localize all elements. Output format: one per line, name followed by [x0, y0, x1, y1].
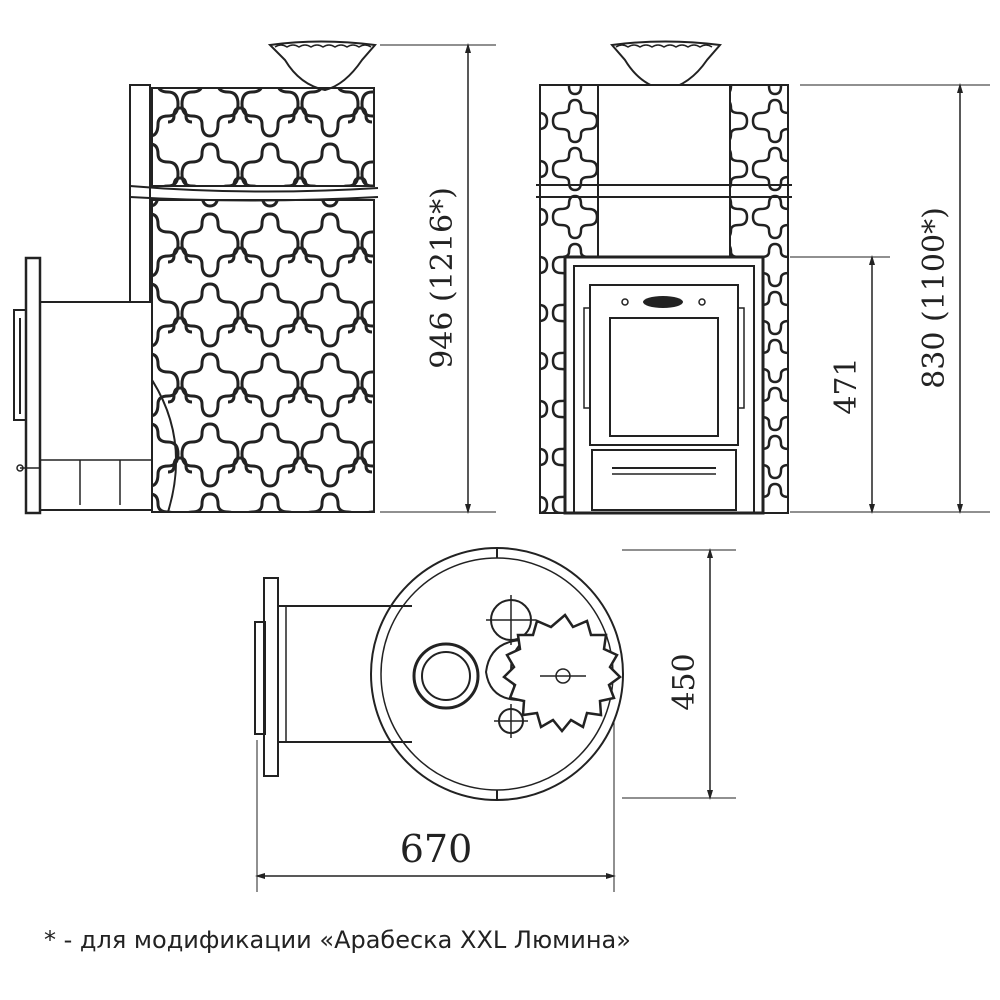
side-top-bowl — [267, 40, 377, 92]
top-gear-bowl — [502, 613, 622, 733]
front-door-glass — [609, 317, 719, 437]
top-door-plate-outer — [263, 577, 279, 777]
door-height-dimension: 471 — [790, 255, 890, 514]
front-view — [536, 40, 792, 515]
front-ash-drawer — [591, 449, 737, 511]
side-upper-mesh — [151, 87, 375, 187]
side-lower-mesh — [151, 199, 375, 513]
front-center-panel — [597, 84, 731, 258]
front-height-dimension: 830 (1100*) — [800, 83, 990, 514]
door-height-label: 471 — [829, 357, 864, 414]
depth-label: 450 — [667, 653, 702, 710]
top-crescent — [484, 638, 528, 702]
depth-dimension: 450 — [622, 548, 736, 800]
width-label: 670 — [400, 827, 473, 871]
top-tunnel — [278, 605, 412, 743]
front-band — [536, 184, 792, 198]
side-view — [13, 40, 379, 515]
side-tunnel — [39, 301, 153, 511]
top-chimney-outlet — [412, 642, 480, 710]
front-door-logo — [643, 296, 683, 308]
side-height-dimension: 946 (1216*) — [380, 43, 496, 514]
front-top-bowl — [610, 40, 722, 92]
front-height-label: 830 (1100*) — [917, 207, 952, 389]
side-back-plate — [129, 84, 151, 304]
top-door-plate-inner — [254, 621, 266, 735]
side-height-label: 946 (1216*) — [425, 187, 460, 369]
width-dimension: 670 — [255, 720, 616, 892]
side-door-frame — [24, 256, 42, 515]
side-door-handle — [13, 309, 27, 421]
side-band — [129, 185, 379, 202]
top-view — [254, 547, 624, 801]
footnote: * - для модификации «Арабеска XXL Люмина… — [44, 926, 631, 954]
